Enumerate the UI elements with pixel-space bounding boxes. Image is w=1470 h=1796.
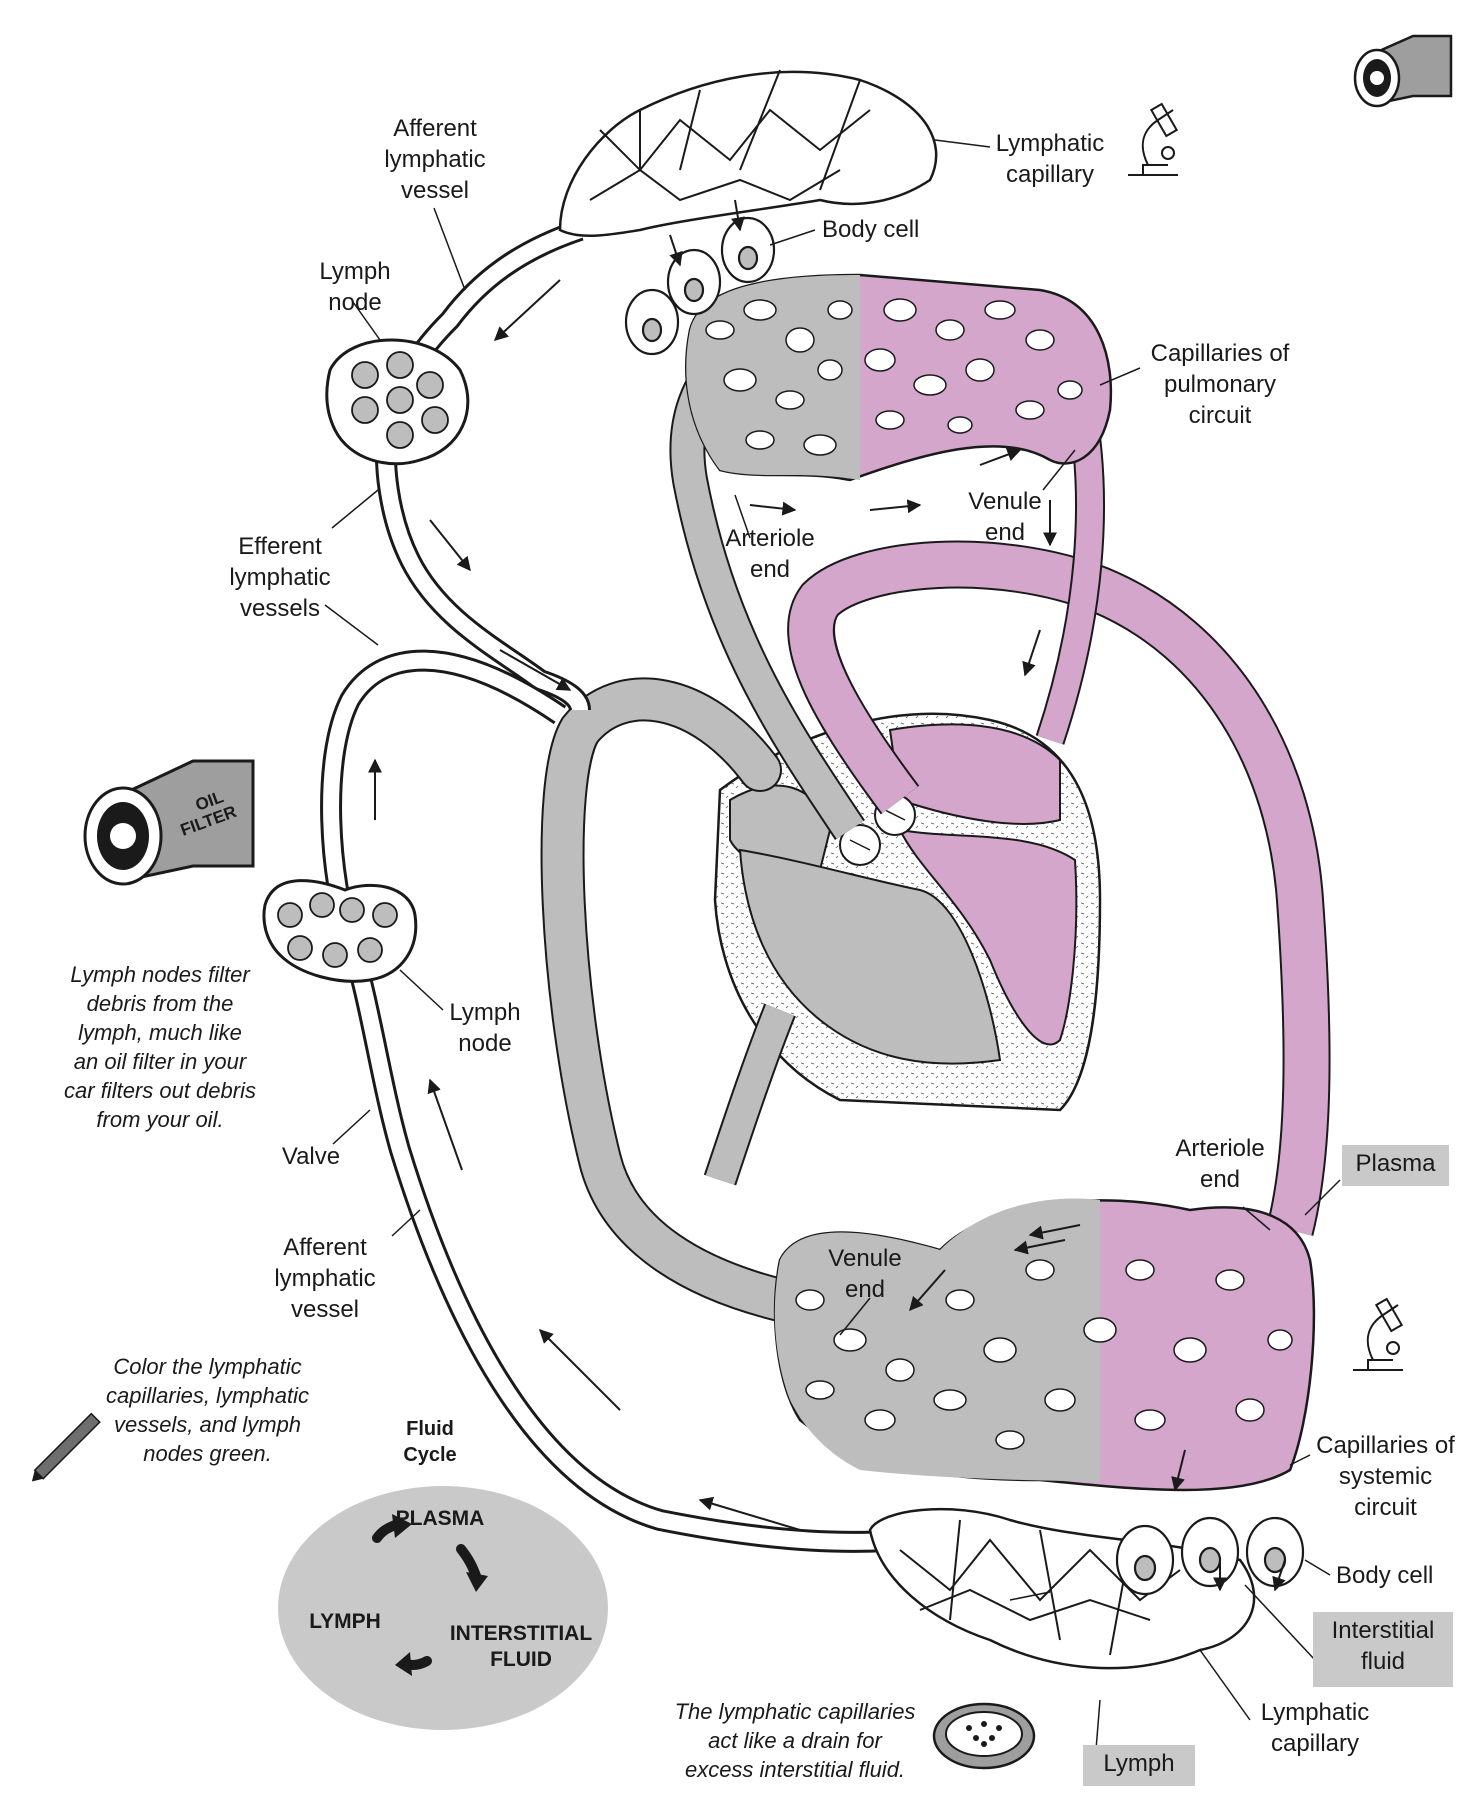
label-body-cell-top: Body cell bbox=[822, 214, 919, 245]
lymphatic-capillary-net-top bbox=[560, 70, 936, 236]
label-valve: Valve bbox=[266, 1141, 356, 1172]
label-body-cell-bottom: Body cell bbox=[1336, 1560, 1433, 1591]
microscope-icon-top bbox=[1128, 104, 1178, 175]
oil-filter-icon-large: OIL FILTER bbox=[85, 761, 253, 884]
oil-filter-icon-small bbox=[1355, 36, 1451, 106]
label-plasma: Plasma bbox=[1342, 1145, 1449, 1186]
fluid-cycle-lymph: LYMPH bbox=[295, 1609, 395, 1635]
label-lymph: Lymph bbox=[1083, 1745, 1195, 1786]
pulmonary-capillary-bed bbox=[686, 275, 1111, 480]
fluid-cycle-plasma: PLASMA bbox=[380, 1506, 500, 1532]
body-cells-bottom bbox=[1117, 1518, 1303, 1594]
microscope-icon-bottom bbox=[1353, 1299, 1403, 1370]
lymph-node-mid bbox=[264, 881, 416, 982]
lymph-node-top bbox=[327, 340, 468, 464]
